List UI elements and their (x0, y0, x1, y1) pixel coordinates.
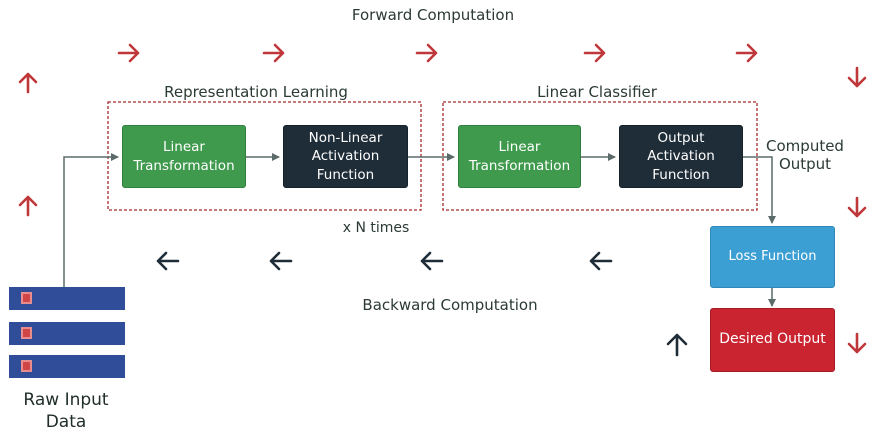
arrow-left-icon (156, 251, 180, 271)
box-line: Linear (163, 138, 205, 155)
data-chip-icon (21, 360, 32, 372)
connector-output-loss (742, 156, 776, 224)
box-line: Activation (311, 148, 380, 165)
representation-learning-label: Representation Learning (164, 83, 348, 101)
data-chip-icon (21, 292, 32, 304)
arrow-down-icon (847, 196, 867, 218)
arrow-up-icon (666, 333, 688, 357)
box-line: Non-Linear (308, 129, 383, 146)
arrow-right-icon (415, 43, 438, 63)
box-line: Output (657, 129, 705, 146)
box-line: Transformation (468, 157, 571, 174)
arrow-left-icon (420, 251, 444, 271)
box-line: Activation (647, 148, 715, 165)
classifier-group-border (442, 101, 758, 211)
input-data-row (9, 322, 125, 345)
repeat-label: x N times (342, 220, 410, 236)
label-line: Raw Input (23, 390, 109, 410)
arrow-right-icon (117, 43, 140, 63)
linear-classifier-label: Linear Classifier (537, 83, 657, 101)
arrow-down-icon (847, 66, 867, 88)
arrow-left-icon (589, 251, 613, 271)
label-line: Data (45, 412, 87, 433)
arrow-up-icon (18, 195, 38, 217)
input-connector (63, 153, 119, 287)
label-line: Output (778, 155, 832, 173)
desired-output-box: Desired Output (710, 308, 835, 372)
data-chip-icon (21, 327, 32, 339)
forward-computation-title: Forward Computation (351, 6, 515, 24)
box-line: Transformation (133, 157, 235, 174)
representation-group-border (107, 101, 422, 211)
input-data-row (9, 355, 125, 378)
arrow-right-icon (583, 43, 606, 63)
input-data-row (9, 287, 125, 310)
arrow-up-icon (18, 72, 38, 94)
box-line: Function (316, 166, 375, 183)
arrow-down-icon (847, 332, 867, 354)
box-line: Function (652, 166, 710, 183)
loss-function-box: Loss Function (710, 226, 835, 288)
backward-computation-title: Backward Computation (362, 296, 538, 314)
arrow-left-icon (269, 251, 293, 271)
box-line: Linear (498, 138, 541, 155)
arrow-right-icon (735, 43, 758, 63)
label-line: Computed (766, 137, 844, 155)
arrow-right-icon (262, 43, 285, 63)
